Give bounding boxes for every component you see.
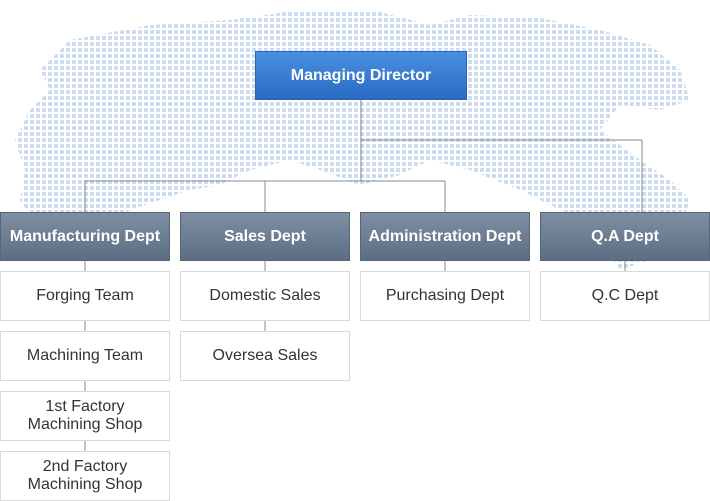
qa-dept-label: Q.A Dept (591, 227, 659, 245)
second-factory-machining-shop-box: 2nd Factory Machining Shop (0, 451, 170, 501)
machining-team-label: Machining Team (26, 347, 144, 364)
second-factory-machining-shop-label: 2nd Factory Machining Shop (27, 458, 143, 493)
managing-director-label: Managing Director (290, 66, 432, 84)
forging-team-box: Forging Team (0, 271, 170, 321)
qc-dept-box: Q.C Dept (540, 271, 710, 321)
forging-team-label: Forging Team (36, 287, 134, 304)
qc-dept-label: Q.C Dept (591, 287, 659, 304)
domestic-sales-box: Domestic Sales (180, 271, 350, 321)
manufacturing-dept-box: Manufacturing Dept (0, 212, 170, 261)
first-factory-machining-shop-label: 1st Factory Machining Shop (27, 398, 143, 433)
purchasing-dept-label: Purchasing Dept (385, 287, 505, 304)
qa-dept-box: Q.A Dept (540, 212, 710, 261)
oversea-sales-box: Oversea Sales (180, 331, 350, 381)
first-factory-machining-shop-box: 1st Factory Machining Shop (0, 391, 170, 441)
administration-dept-label: Administration Dept (368, 227, 522, 245)
sales-dept-label: Sales Dept (224, 227, 306, 245)
sales-dept-box: Sales Dept (180, 212, 350, 261)
machining-team-box: Machining Team (0, 331, 170, 381)
oversea-sales-label: Oversea Sales (212, 347, 318, 364)
managing-director-box: Managing Director (255, 51, 467, 100)
purchasing-dept-box: Purchasing Dept (360, 271, 530, 321)
domestic-sales-label: Domestic Sales (209, 287, 321, 304)
administration-dept-box: Administration Dept (360, 212, 530, 261)
manufacturing-dept-label: Manufacturing Dept (9, 227, 161, 245)
